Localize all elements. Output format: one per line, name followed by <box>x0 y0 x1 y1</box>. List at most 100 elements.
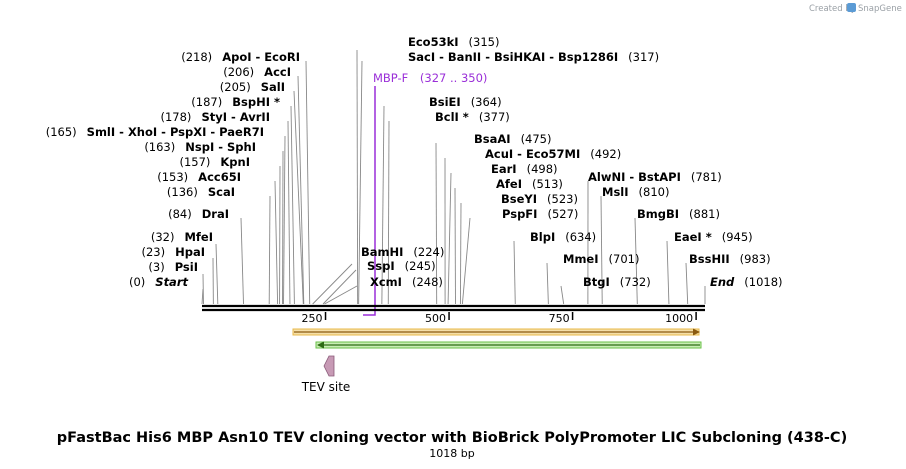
site-label[interactable]: EaeI *(945) <box>674 230 753 244</box>
site-name: BclI * <box>435 110 469 124</box>
site-name: EarI <box>491 162 517 176</box>
site-name: DraI <box>202 207 229 221</box>
site-label[interactable]: End(1018) <box>710 275 783 289</box>
orange-bar-arrow-icon <box>693 328 700 336</box>
site-label[interactable]: (178)StyI - AvrII <box>161 110 271 124</box>
snapgene-brand: Created by SnapGene <box>809 3 902 14</box>
tev-site-feature[interactable]: TEV site <box>301 355 351 394</box>
leader-line <box>312 263 353 305</box>
leader-line <box>685 262 689 305</box>
site-name: AlwNI - BstAPI <box>588 170 681 184</box>
leader-line <box>546 262 549 305</box>
site-name: BsiEI <box>429 95 461 109</box>
site-label[interactable]: (32) MfeI <box>151 230 213 244</box>
leader-line <box>435 142 438 305</box>
site-name: SalI <box>261 80 285 94</box>
feature-bar-orange[interactable] <box>292 328 700 336</box>
tev-site-arrow-icon <box>323 355 335 377</box>
site-name: PsiI <box>175 260 198 274</box>
site-label[interactable]: (84) DraI <box>168 207 229 221</box>
site-label[interactable]: AfeI(513) <box>496 177 563 191</box>
site-label[interactable]: (206)AccI <box>223 65 291 79</box>
site-position: (315) <box>469 35 500 49</box>
leader-line <box>297 75 305 305</box>
site-position: (475) <box>521 132 552 146</box>
site-position: (498) <box>527 162 558 176</box>
site-label[interactable]: (157)KpnI <box>179 155 250 169</box>
site-position: (364) <box>471 95 502 109</box>
site-name: BspHI * <box>232 95 280 109</box>
site-name: BmgBI <box>637 207 679 221</box>
site-label[interactable]: EarI (498) <box>491 162 558 176</box>
snapgene-logo-icon <box>847 3 856 12</box>
site-position: (84) <box>168 207 192 221</box>
site-label[interactable]: (163)NspI - SphI <box>144 140 256 154</box>
site-position: (187) <box>191 95 222 109</box>
site-label[interactable]: AlwNI - BstAPI (781) <box>588 170 722 184</box>
site-label[interactable]: (165)SmlI - XhoI - PspXI - PaeR7I <box>46 125 264 139</box>
site-name: Start <box>155 275 188 289</box>
site-label[interactable]: (136)ScaI <box>167 185 235 199</box>
primer-mbp-f[interactable]: MBP-F (327 .. 350) <box>363 71 487 316</box>
sequence-backbone <box>202 304 705 312</box>
site-label[interactable]: XcmI(248) <box>370 275 443 289</box>
site-label[interactable]: SspI(245) <box>367 259 436 273</box>
site-position: (881) <box>689 207 720 221</box>
site-label[interactable]: BsaAI (475) <box>474 132 552 146</box>
site-position: (153) <box>157 170 188 184</box>
site-name: BsaAI <box>474 132 511 146</box>
site-label[interactable]: BseYI(523) <box>501 192 578 206</box>
site-label[interactable]: AcuI - Eco57MI(492) <box>485 147 621 161</box>
leader-line <box>305 60 311 305</box>
leader-line <box>287 120 291 305</box>
site-label[interactable]: (0)Start <box>129 275 189 289</box>
leader-line <box>215 243 219 305</box>
site-label[interactable]: (187) BspHI * <box>191 95 280 109</box>
site-name: XcmI <box>370 275 402 289</box>
map-subtitle: 1018 bp <box>429 447 474 460</box>
site-name: StyI - AvrII <box>201 110 270 124</box>
site-label[interactable]: BsiEI (364) <box>429 95 502 109</box>
site-name: MfeI <box>184 230 213 244</box>
site-label[interactable]: (218)ApoI - EcoRI <box>181 50 300 64</box>
site-position: (165) <box>46 125 77 139</box>
tick-label-750: 750 <box>549 312 570 325</box>
site-name: BamHI <box>361 245 403 259</box>
feature-bar-green[interactable] <box>315 341 702 349</box>
site-label[interactable]: BclI *(377) <box>435 110 510 124</box>
site-position: (781) <box>691 170 722 184</box>
leader-line <box>290 105 295 305</box>
site-label[interactable]: MmeI(701) <box>563 252 639 266</box>
site-label[interactable]: (205)SalI <box>220 80 285 94</box>
site-position: (983) <box>740 252 771 266</box>
site-position: (245) <box>405 259 436 273</box>
leader-line <box>461 217 471 305</box>
site-label[interactable]: BtgI(732) <box>583 275 651 289</box>
site-position: (32) <box>151 230 175 244</box>
tick-label-1000: 1000 <box>665 312 693 325</box>
site-label[interactable]: BssHII(983) <box>689 252 771 266</box>
site-label[interactable]: (3) PsiI <box>148 260 198 274</box>
primer-label[interactable]: MBP-F (327 .. 350) <box>373 71 487 85</box>
leader-line <box>447 172 452 305</box>
site-label[interactable]: (153) Acc65I <box>157 170 241 184</box>
site-label[interactable]: MslI(810) <box>602 185 669 199</box>
site-label[interactable]: SacI - BanII - BsiHKAI - Bsp1286I(317) <box>408 50 659 64</box>
site-label[interactable]: Eco53kI(315) <box>408 35 499 49</box>
site-name: PspFI <box>502 207 537 221</box>
primer-hook <box>363 314 376 316</box>
site-label[interactable]: PspFI(527) <box>502 207 578 221</box>
site-position: (513) <box>532 177 563 191</box>
leader-line <box>293 90 304 305</box>
site-position: (701) <box>609 252 640 266</box>
site-name: NspI - SphI <box>185 140 256 154</box>
site-label[interactable]: (23)HpaI <box>141 245 205 259</box>
site-position: (3) <box>148 260 164 274</box>
site-label[interactable]: BamHI(224) <box>361 245 444 259</box>
site-name: Acc65I <box>198 170 241 184</box>
brand-prefix: Created by <box>809 4 856 14</box>
site-label[interactable]: BlpI(634) <box>530 230 596 244</box>
site-label[interactable]: BmgBI (881) <box>637 207 720 221</box>
